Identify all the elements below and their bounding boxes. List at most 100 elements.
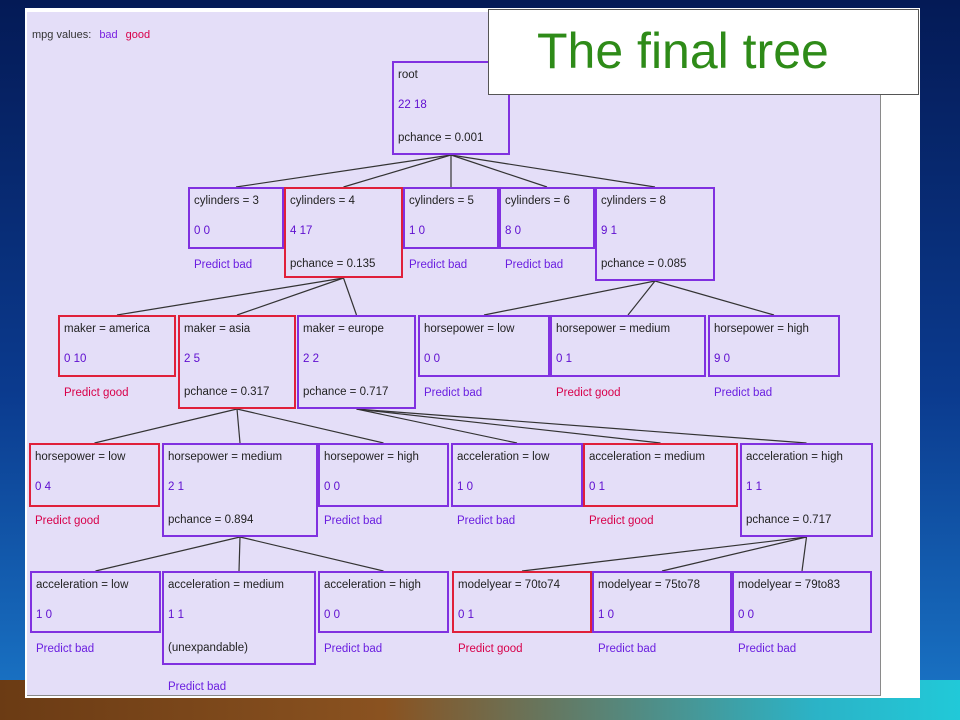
slide-title-box: The final tree [488, 9, 919, 95]
prediction-label-my_75: Predict bad [598, 643, 657, 655]
node-class-counts: 1 0 [409, 225, 425, 237]
node-split-label: acceleration = medium [589, 451, 706, 463]
node-class-counts: 2 1 [168, 481, 184, 493]
edge-root-cyl3 [235, 154, 452, 188]
node-class-counts: 0 0 [738, 609, 754, 621]
node-class-counts: 0 10 [64, 353, 87, 365]
edge-root-cyl6 [450, 154, 548, 188]
edge-mk_as-as_hp_low [94, 408, 238, 444]
node-class-counts: 22 18 [398, 99, 427, 111]
tree-node-my_70: modelyear = 70to74 0 1 [452, 571, 592, 633]
legend-good: good [125, 29, 151, 41]
node-split-label: cylinders = 4 [290, 195, 355, 207]
node-class-counts: 0 0 [324, 609, 340, 621]
node-extra-label: pchance = 0.717 [303, 386, 389, 398]
node-extra-label: pchance = 0.001 [398, 132, 484, 144]
node-class-counts: 1 1 [168, 609, 184, 621]
node-split-label: acceleration = high [324, 579, 421, 591]
node-class-counts: 1 0 [36, 609, 52, 621]
node-split-label: horsepower = medium [168, 451, 283, 463]
prediction-label-m_acc_med: Predict bad [168, 681, 227, 693]
edge-eu_acc_high-my_70 [521, 536, 807, 572]
node-split-label: maker = america [64, 323, 150, 335]
tree-node-mk_eu: maker = europe 2 2 pchance = 0.717 [297, 315, 416, 409]
prediction-label-eu_acc_med: Predict good [589, 515, 654, 527]
edge-as_hp_med-m_acc_high [239, 536, 384, 572]
edge-mk_eu-eu_acc_low [356, 408, 518, 444]
prediction-label-my_79: Predict bad [738, 643, 797, 655]
edge-cyl4-mk_am [116, 277, 344, 316]
node-extra-label: pchance = 0.317 [184, 386, 270, 398]
edge-eu_acc_high-my_75 [661, 536, 807, 572]
node-class-counts: 8 0 [505, 225, 521, 237]
edge-root-cyl8 [450, 154, 656, 188]
node-split-label: maker = europe [303, 323, 384, 335]
edge-mk_as-as_hp_med [236, 408, 241, 444]
prediction-label-hp8_low: Predict bad [424, 387, 483, 399]
node-split-label: cylinders = 5 [409, 195, 474, 207]
node-class-counts: 0 4 [35, 481, 51, 493]
node-class-counts: 0 0 [324, 481, 340, 493]
node-split-label: acceleration = low [457, 451, 550, 463]
edge-cyl4-mk_as [236, 277, 344, 316]
edge-as_hp_med-m_acc_med [238, 536, 241, 572]
node-split-label: cylinders = 3 [194, 195, 259, 207]
prediction-label-as_hp_low: Predict good [35, 515, 100, 527]
legend-bad: bad [99, 29, 118, 41]
node-split-label: acceleration = low [36, 579, 129, 591]
node-split-label: maker = asia [184, 323, 251, 335]
node-class-counts: 2 2 [303, 353, 319, 365]
prediction-label-my_70: Predict good [458, 643, 523, 655]
prediction-label-hp8_med: Predict good [556, 387, 621, 399]
edge-eu_acc_high-my_79 [801, 536, 808, 572]
tree-node-m_acc_low: acceleration = low 1 0 [30, 571, 161, 633]
tree-node-as_hp_low: horsepower = low 0 4 [29, 443, 160, 507]
tree-node-cyl6: cylinders = 6 8 0 [499, 187, 595, 249]
prediction-label-eu_acc_low: Predict bad [457, 515, 516, 527]
node-split-label: horsepower = low [424, 323, 515, 335]
node-class-counts: 0 0 [424, 353, 440, 365]
node-class-counts: 1 0 [457, 481, 473, 493]
edge-cyl4-mk_eu [342, 277, 358, 316]
node-class-counts: 0 1 [589, 481, 605, 493]
node-split-label: acceleration = medium [168, 579, 285, 591]
node-class-counts: 0 1 [556, 353, 572, 365]
edge-as_hp_med-m_acc_low [95, 536, 241, 572]
edge-mk_eu-eu_acc_high [356, 408, 807, 444]
prediction-label-m_acc_high: Predict bad [324, 643, 383, 655]
tree-node-hp8_low: horsepower = low 0 0 [418, 315, 550, 377]
edge-mk_eu-eu_acc_med [356, 408, 661, 444]
node-extra-label: pchance = 0.894 [168, 514, 254, 526]
node-class-counts: 9 1 [601, 225, 617, 237]
tree-node-as_hp_med: horsepower = medium 2 1 pchance = 0.894 [162, 443, 318, 537]
node-split-label: horsepower = high [324, 451, 419, 463]
node-split-label: horsepower = low [35, 451, 126, 463]
node-split-label: cylinders = 8 [601, 195, 666, 207]
node-class-counts: 2 5 [184, 353, 200, 365]
prediction-label-mk_am: Predict good [64, 387, 129, 399]
legend-label: mpg values: [32, 29, 92, 41]
node-extra-label: pchance = 0.717 [746, 514, 832, 526]
tree-node-eu_acc_low: acceleration = low 1 0 [451, 443, 583, 507]
node-class-counts: 1 1 [746, 481, 762, 493]
node-split-label: modelyear = 75to78 [598, 579, 700, 591]
prediction-label-hp8_high: Predict bad [714, 387, 773, 399]
tree-node-m_acc_high: acceleration = high 0 0 [318, 571, 449, 633]
tree-node-eu_acc_med: acceleration = medium 0 1 [583, 443, 738, 507]
slide-title: The final tree [537, 23, 829, 79]
node-split-label: cylinders = 6 [505, 195, 570, 207]
prediction-label-cyl5: Predict bad [409, 259, 468, 271]
node-class-counts: 0 1 [458, 609, 474, 621]
node-split-label: modelyear = 70to74 [458, 579, 560, 591]
edge-cyl8-hp8_high [654, 280, 775, 316]
tree-node-mk_as: maker = asia 2 5 pchance = 0.317 [178, 315, 296, 409]
